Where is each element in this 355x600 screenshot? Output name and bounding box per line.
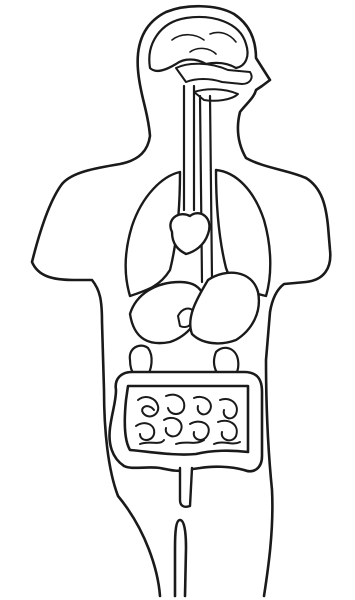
esophagus: [200, 96, 212, 282]
large-intestine: [110, 372, 262, 471]
trachea: [184, 86, 194, 210]
rectum: [180, 468, 192, 507]
heart: [170, 213, 209, 254]
stomach: [190, 273, 259, 344]
